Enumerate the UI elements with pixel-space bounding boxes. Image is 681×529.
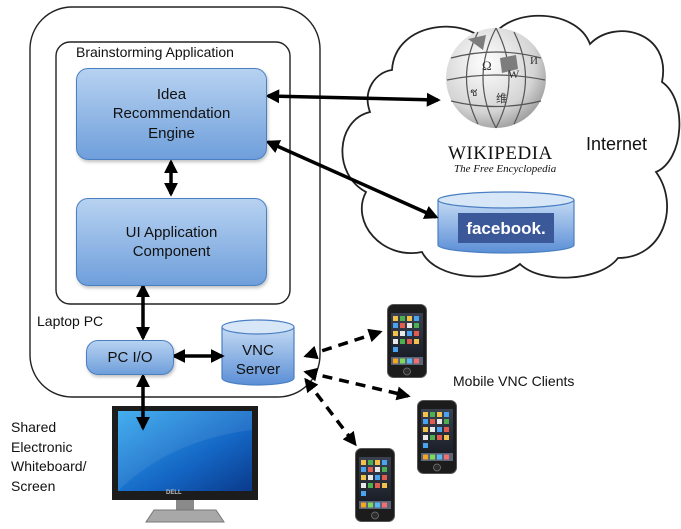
pc-io-box: PC I/O [86, 340, 174, 375]
wikipedia-wordmark: WIKIPEDIA [448, 143, 553, 164]
application-label: Brainstorming Application [76, 44, 234, 60]
svg-text:Ω: Ω [482, 58, 492, 73]
mobile-device-icon [387, 304, 427, 378]
mobile-clients-label: Mobile VNC Clients [453, 373, 575, 389]
svg-text:维: 维 [496, 92, 507, 105]
monitor-icon [112, 406, 258, 523]
facebook-logo: facebook. [466, 219, 546, 238]
mobile-device-icon [355, 448, 395, 522]
engine-facebook-arrow [265, 140, 439, 219]
wikipedia-tagline: The Free Encyclopedia [454, 163, 557, 175]
internet-label: Internet [586, 134, 648, 154]
ui-application-component: UI Application Component [76, 198, 267, 286]
mobile-device-icon [417, 400, 457, 474]
wikipedia-globe-icon: Ω W И ช 维 [446, 27, 546, 129]
svg-text:И: И [530, 55, 538, 67]
laptop-label: Laptop PC [37, 313, 104, 329]
monitor-brand: DELL [166, 490, 182, 496]
vnc-mobile-arrow-1 [303, 328, 383, 360]
vnc-server-cylinder-icon [221, 319, 295, 386]
svg-text:ช: ช [470, 87, 477, 99]
idea-recommendation-engine: Idea Recommendation Engine [76, 68, 267, 160]
vnc-server-label: VNC Server [235, 341, 281, 379]
vnc-mobile-arrow-3 [304, 377, 357, 447]
screen-label: Shared Electronic Whiteboard/ Screen [11, 419, 87, 494]
vnc-mobile-arrow-2 [303, 367, 411, 401]
engine-wikipedia-arrow [265, 89, 441, 107]
svg-text:W: W [508, 67, 520, 81]
